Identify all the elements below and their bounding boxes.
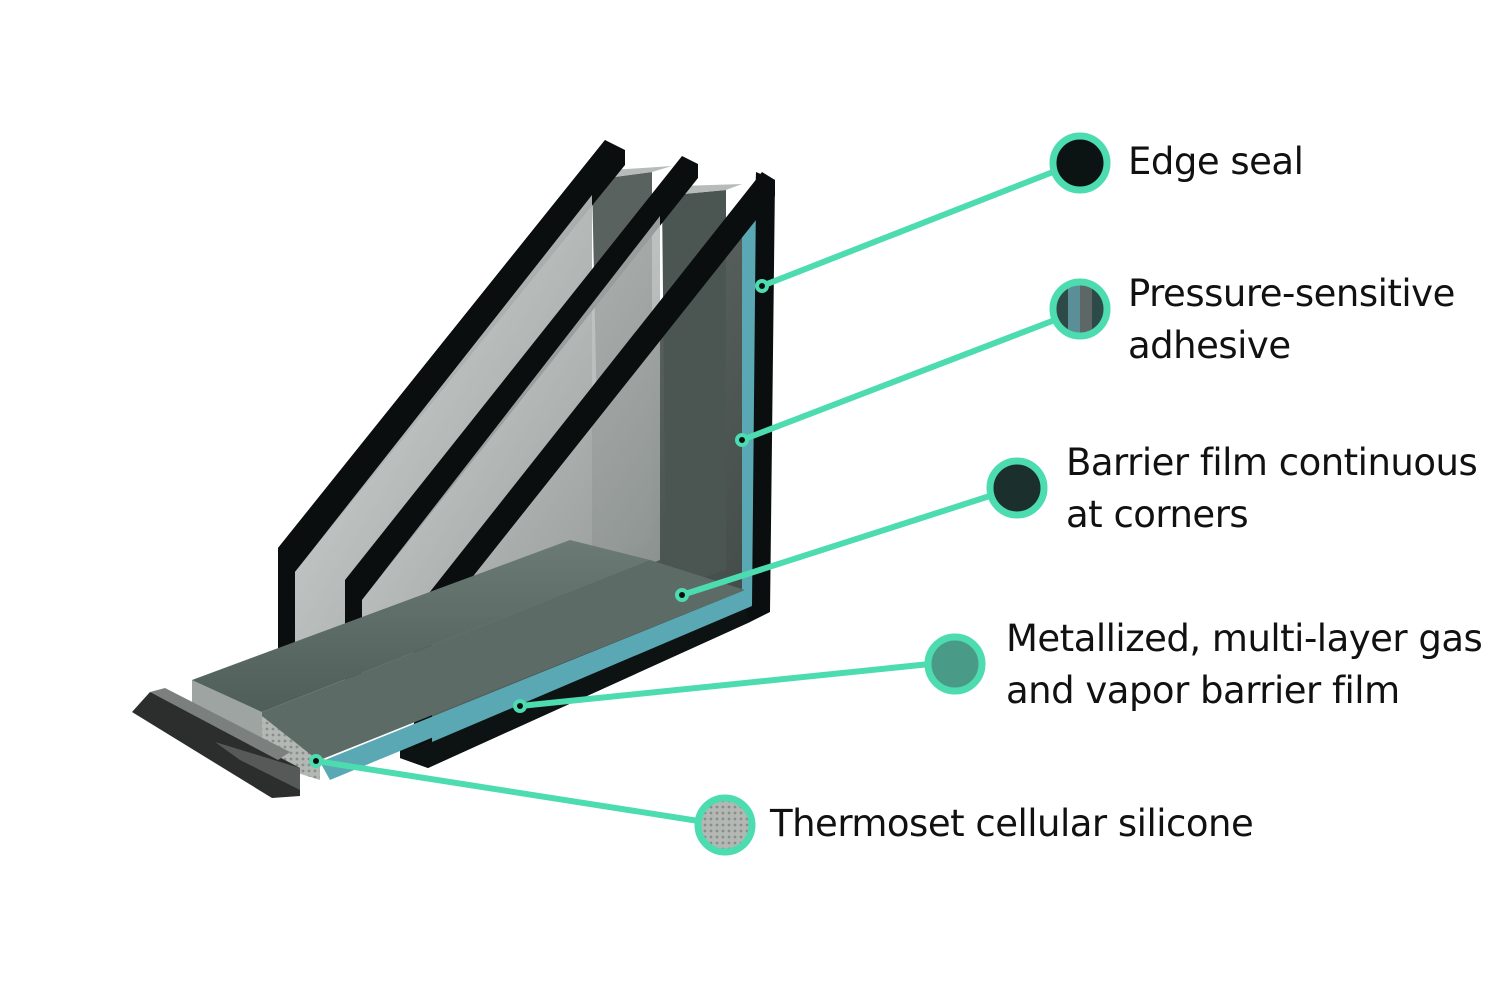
swatch-edge-seal: [1049, 132, 1111, 194]
label-barrier-film-continuous: Barrier film continuous at corners: [1066, 437, 1478, 541]
bottom-spacers: [192, 540, 752, 780]
leader-line-edge-seal: [759, 167, 1061, 289]
label-line: Thermoset cellular silicone: [770, 802, 1254, 845]
label-line: Pressure-sensitive: [1128, 272, 1455, 315]
label-edge-seal: Edge seal: [1128, 136, 1304, 188]
anchor-dot: [755, 279, 769, 293]
bottom-flashing: [132, 688, 300, 798]
swatch-silicone: [694, 794, 756, 856]
leader-line-silicone: [313, 758, 708, 825]
label-line: Edge seal: [1128, 140, 1304, 183]
label-metallized-barrier-film: Metallized, multi-layer gas and vapor ba…: [1006, 613, 1483, 717]
label-line: Metallized, multi-layer gas: [1006, 617, 1483, 660]
label-thermoset-silicone: Thermoset cellular silicone: [770, 798, 1254, 850]
swatch-metallized-film: [924, 633, 986, 695]
swatch-barrier-corners: [986, 457, 1048, 519]
swatches: [694, 132, 1111, 856]
leader-line-adhesive: [739, 315, 1063, 443]
leader-line-barrier-corners: [679, 491, 999, 598]
anchor-dot: [735, 433, 749, 447]
label-pressure-sensitive-adhesive: Pressure-sensitive adhesive: [1128, 268, 1455, 372]
anchor-dot: [675, 588, 689, 602]
anchor-dot: [309, 754, 323, 768]
leader-line-metallized-film: [517, 661, 933, 709]
anchor-dot: [513, 699, 527, 713]
label-line: adhesive: [1128, 324, 1291, 367]
swatch-adhesive: [1049, 278, 1111, 340]
label-line: at corners: [1066, 493, 1249, 536]
front-pane-frame: [414, 172, 775, 748]
label-line: and vapor barrier film: [1006, 669, 1400, 712]
label-line: Barrier film continuous: [1066, 441, 1478, 484]
leader-lines: [313, 167, 1063, 825]
leader-dots: [309, 279, 769, 768]
